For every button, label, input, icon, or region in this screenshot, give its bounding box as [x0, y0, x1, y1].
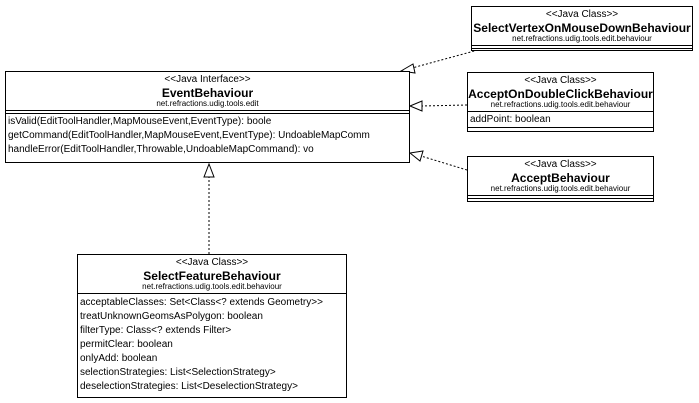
- class-name: SelectFeatureBehaviour: [143, 269, 281, 283]
- realization-accept-double-click: [421, 104, 468, 107]
- class-name: AcceptBehaviour: [511, 171, 610, 185]
- attribute-row: deselectionStrategies: List<DeselectionS…: [80, 381, 298, 392]
- class-header: <<Java Class>> SelectFeatureBehaviour ne…: [78, 255, 346, 293]
- operations-compartment: isValid(EditToolHandler,MapMouseEvent,Ev…: [6, 114, 409, 157]
- class-name: EventBehaviour: [161, 86, 254, 100]
- package-label: net.refractions.udig.tools.edit.behaviou…: [142, 282, 282, 291]
- empty-compartments: [468, 195, 653, 199]
- attribute-row: filterType: Class<? extends Filter>: [80, 325, 232, 336]
- stereotype-label: <<Java Class>>: [545, 9, 619, 20]
- attribute-row: treatUnknownGeomsAsPolygon: boolean: [80, 311, 263, 322]
- stereotype-label: <<Java Interface>>: [164, 74, 251, 85]
- class-header: <<Java Class>> AcceptBehaviour net.refra…: [468, 157, 653, 195]
- attribute-row: permitClear: boolean: [80, 339, 173, 350]
- attributes-compartment: acceptableClasses: Set<Class<? extends G…: [78, 293, 346, 394]
- operation-row: getCommand(EditToolHandler,MapMouseEvent…: [8, 130, 370, 141]
- attribute-row: addPoint: boolean: [470, 114, 551, 125]
- realization-select-vertex: [411, 49, 479, 69]
- realization-accept-behaviour: [420, 155, 468, 171]
- stereotype-label: <<Java Class>>: [524, 75, 597, 86]
- class-header: <<Java Class>> AcceptOnDoubleClickBehavi…: [468, 73, 653, 111]
- class-event-behaviour[interactable]: <<Java Interface>> EventBehaviour net.re…: [5, 71, 410, 163]
- realization-arrowhead-4: [203, 162, 215, 178]
- package-label: net.refractions.udig.tools.edit: [156, 99, 259, 108]
- attributes-compartment: addPoint: boolean: [468, 111, 653, 127]
- operations-compartment: [468, 127, 653, 128]
- attribute-row: acceptableClasses: Set<Class<? extends G…: [80, 297, 323, 308]
- realization-arrowhead-3: [408, 150, 424, 162]
- attribute-row: onlyAdd: boolean: [80, 353, 158, 364]
- class-select-vertex-on-mouse-down-behaviour[interactable]: <<Java Class>> SelectVertexOnMouseDownBe…: [471, 6, 693, 51]
- package-label: net.refractions.udig.tools.edit.behaviou…: [512, 34, 652, 43]
- realization-arrowhead-2: [408, 100, 423, 112]
- operation-row: handleError(EditToolHandler,Throwable,Un…: [8, 144, 314, 155]
- package-label: net.refractions.udig.tools.edit.behaviou…: [490, 100, 631, 109]
- class-select-feature-behaviour[interactable]: <<Java Class>> SelectFeatureBehaviour ne…: [77, 254, 347, 398]
- class-name: AcceptOnDoubleClickBehaviour: [468, 87, 653, 101]
- class-header: <<Java Interface>> EventBehaviour net.re…: [6, 72, 409, 110]
- package-label: net.refractions.udig.tools.edit.behaviou…: [490, 184, 631, 193]
- attribute-row: selectionStrategies: List<SelectionStrat…: [80, 367, 276, 378]
- class-header: <<Java Class>> SelectVertexOnMouseDownBe…: [472, 7, 692, 45]
- class-name: SelectVertexOnMouseDownBehaviour: [473, 21, 691, 35]
- stereotype-label: <<Java Class>>: [524, 159, 597, 170]
- class-accept-behaviour[interactable]: <<Java Class>> AcceptBehaviour net.refra…: [467, 156, 654, 202]
- stereotype-label: <<Java Class>>: [175, 257, 249, 268]
- operation-row: isValid(EditToolHandler,MapMouseEvent,Ev…: [8, 116, 272, 127]
- class-accept-on-double-click-behaviour[interactable]: <<Java Class>> AcceptOnDoubleClickBehavi…: [467, 72, 654, 132]
- empty-compartments: [472, 45, 692, 49]
- attributes-compartment: [6, 110, 409, 114]
